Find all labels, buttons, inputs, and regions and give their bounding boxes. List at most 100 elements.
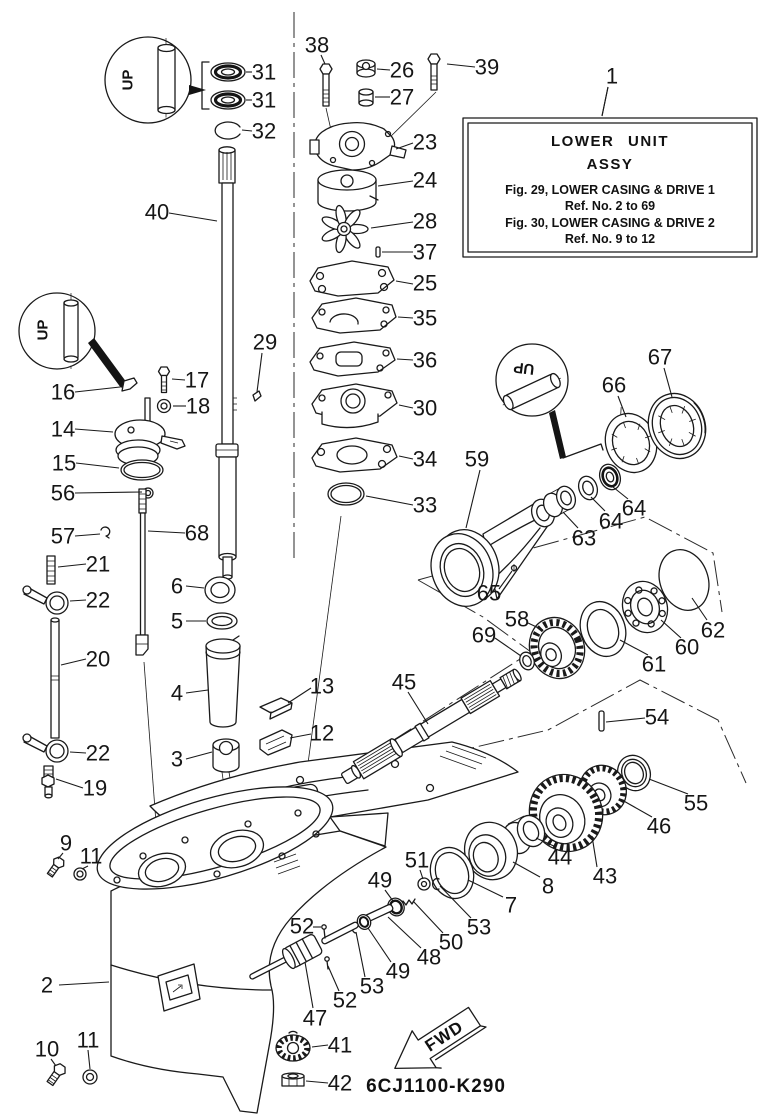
leader-lines: [50, 54, 708, 1084]
leader-line-49: [384, 889, 394, 902]
leader-line-36: [396, 358, 414, 361]
leader-line-35: [397, 316, 414, 319]
part-label-5: 5: [171, 609, 183, 634]
leader-line-53: [355, 931, 366, 978]
shift-cam-47-group: [249, 921, 359, 1087]
part-label-8: 8: [542, 874, 554, 899]
leader-line-11: [81, 865, 89, 870]
leader-line-38: [320, 54, 326, 65]
spacer-69: [519, 651, 535, 671]
part-label-34: 34: [413, 447, 437, 472]
part-label-30: 30: [413, 396, 437, 421]
info-box: LOWER UNIT ASSY Fig. 29, LOWER CASING & …: [462, 86, 758, 258]
part-label-22: 22: [86, 588, 110, 613]
bushing-27: [358, 88, 374, 107]
part-label-48: 48: [417, 945, 441, 970]
part-label-42: 42: [328, 1071, 352, 1096]
rod-20: [50, 617, 60, 739]
leader-line-8: [512, 861, 541, 878]
part-label-51: 51: [405, 848, 429, 873]
leader-line-54: [605, 717, 646, 723]
leader-line-51: [419, 869, 424, 880]
leader-line-3: [185, 751, 213, 760]
leader-line-52: [327, 965, 340, 992]
anode-rod-group: [22, 555, 69, 799]
bracket-12: [259, 729, 293, 756]
bolt-17: [157, 366, 171, 394]
part-label-67: 67: [648, 345, 672, 370]
clip-16: [121, 377, 138, 392]
inset-detail-top-left: UP: [104, 36, 210, 124]
part-label-7: 7: [505, 893, 517, 918]
part-label-47: 47: [303, 1006, 327, 1031]
leader-line-22: [69, 599, 87, 602]
leader-line-61: [619, 639, 649, 656]
bearing-3: [212, 738, 240, 773]
bearing-carrier-group: [430, 392, 710, 680]
part-label-37: 37: [413, 240, 437, 265]
info-box-line-4: Ref. No. 9 to 12: [565, 232, 655, 246]
leader-line-13: [287, 687, 312, 704]
leader-line-40: [168, 212, 218, 222]
cam-assembly-14: [114, 397, 186, 466]
wedge-13: [259, 697, 293, 720]
bushing-49b: [356, 914, 372, 930]
gear-41: [275, 1030, 311, 1062]
part-label-61: 61: [642, 652, 666, 677]
part-label-64: 64: [622, 496, 646, 521]
impeller-28: [321, 204, 369, 254]
leader-line-46: [621, 799, 653, 818]
plug-9: [46, 856, 65, 878]
info-box-line-3: Fig. 30, LOWER CASING & DRIVE 2: [505, 216, 715, 230]
leader-line-17: [171, 378, 186, 381]
flange-bolt-holes: [113, 809, 320, 884]
part-label-26: 26: [390, 58, 414, 83]
part-label-56: 56: [51, 481, 75, 506]
part-label-23: 23: [413, 130, 437, 155]
part-label-59: 59: [465, 447, 489, 472]
leader-line-39: [446, 63, 476, 68]
leader-line-67: [663, 367, 673, 398]
part-label-28: 28: [413, 209, 437, 234]
leader-line-25: [395, 280, 414, 285]
part-label-39: 39: [475, 55, 499, 80]
clamp-22a: [22, 585, 69, 615]
forward-gear-group: [351, 710, 652, 934]
bushing-63: [542, 485, 577, 518]
leader-line-43: [591, 835, 598, 868]
part-label-68: 68: [185, 521, 209, 546]
info-box-line-2: Ref. No. 2 to 69: [565, 199, 655, 213]
part-label-25: 25: [413, 271, 437, 296]
part-label-9: 9: [60, 831, 72, 856]
leader-line-30: [398, 404, 414, 409]
part-label-40: 40: [145, 200, 169, 225]
part-label-11: 11: [80, 844, 103, 869]
part-label-2: 2: [41, 973, 53, 998]
inset-leader: [549, 410, 566, 459]
leader-line-9: [57, 852, 64, 860]
leader-line-66: [617, 395, 627, 418]
washer-64a: [577, 475, 599, 501]
part-label-19: 19: [83, 776, 107, 801]
pin-37: [375, 246, 381, 258]
part-label-35: 35: [413, 306, 437, 331]
inset-detail-right: UP: [495, 343, 604, 459]
leader-line-19: [55, 778, 84, 789]
leader-line-59: [465, 469, 481, 529]
part-label-10: 10: [35, 1037, 59, 1062]
leader-line-53: [439, 885, 472, 919]
leader-line-57: [74, 533, 101, 537]
part-label-13: 13: [310, 674, 334, 699]
part-label-3: 3: [171, 747, 183, 772]
leader-line-10: [50, 1058, 57, 1067]
ball-bearing-60: [621, 580, 669, 634]
part-label-20: 20: [86, 647, 110, 672]
forward-gear-43: [528, 773, 604, 853]
leader-line-26: [376, 68, 391, 71]
leader-line-56: [74, 491, 143, 494]
gasket-25: [309, 260, 395, 297]
leader-line-34: [398, 455, 414, 460]
part-label-62: 62: [701, 618, 725, 643]
